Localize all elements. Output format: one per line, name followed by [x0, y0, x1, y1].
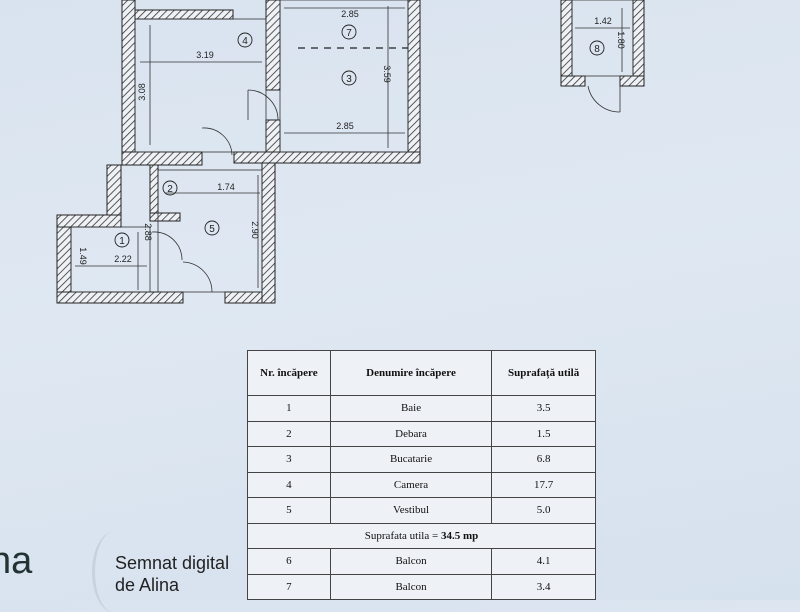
room-number: 8 — [594, 44, 600, 55]
table-row: 5 Vestibul 5.0 — [247, 497, 596, 524]
col-header-number: Nr. încăpere — [247, 350, 331, 396]
table-row: 6 Balcon 4.1 — [247, 548, 596, 575]
dimension-label: 1.49 — [78, 247, 88, 265]
wall — [56, 291, 184, 304]
dimension-label: 1.42 — [594, 16, 612, 26]
door-swing — [201, 127, 233, 156]
room-number: 5 — [209, 224, 215, 235]
wall — [121, 151, 203, 166]
wall — [560, 0, 573, 87]
room-number: 4 — [242, 36, 248, 47]
table-row: 1 Baie 3.5 — [247, 395, 596, 422]
dimension-label: 2.85 — [341, 9, 359, 19]
wall — [233, 151, 421, 164]
signature-line-1: Semnat digital — [115, 553, 230, 573]
dimension-label: 2.85 — [336, 121, 354, 131]
wall — [121, 0, 136, 166]
room-number: 2 — [167, 184, 173, 195]
wall — [407, 0, 421, 164]
digital-signature-block: Semnat digital de Alina — [115, 552, 229, 596]
room-number: 3 — [346, 74, 352, 85]
table-row: 4 Camera 17.7 — [247, 471, 596, 498]
partial-name-text: na — [0, 540, 33, 582]
dimension-label: 1.74 — [217, 182, 235, 192]
dimension-label: 3.59 — [382, 65, 392, 83]
door-swing — [151, 231, 183, 261]
col-header-area: Suprafață utilă — [491, 350, 596, 396]
wall — [134, 9, 234, 20]
floor-plan: 4 7 3 1 2 5 8 3.19 3.08 2.85 2.85 3.59 1… — [56, 0, 645, 304]
dimension-label: 2.90 — [250, 221, 260, 239]
wall — [265, 0, 281, 91]
dimension-label: 2.88 — [143, 223, 153, 241]
wall — [632, 0, 645, 87]
dimension-label: 1.80 — [616, 31, 626, 49]
wall — [106, 164, 122, 218]
total-row: Suprafata utila = 34.5 mp — [247, 522, 596, 549]
wall — [149, 164, 159, 214]
table-row: 7 Balcon 3.4 — [247, 573, 596, 600]
wall — [560, 75, 586, 87]
dimension-label: 2.22 — [114, 254, 132, 264]
wall — [261, 162, 276, 304]
wall — [149, 212, 181, 222]
total-value: 34.5 mp — [440, 529, 479, 542]
wall — [265, 119, 281, 156]
wall — [56, 214, 122, 228]
room-number: 1 — [119, 236, 125, 247]
signature-line-2: de Alina — [115, 575, 180, 595]
total-label: Suprafata utila = — [364, 529, 441, 542]
door-swing — [247, 89, 279, 121]
table-row: 2 Debara 1.5 — [247, 420, 596, 447]
table-row: 3 Bucatarie 6.8 — [247, 446, 596, 473]
dimension-label: 3.19 — [196, 50, 214, 60]
door-swing — [587, 85, 621, 113]
col-header-name: Denumire încăpere — [329, 350, 493, 396]
dimension-label: 3.08 — [137, 83, 147, 101]
room-areas-table: Nr. încăpere Denumire încăpere Suprafață… — [247, 350, 596, 600]
wall — [619, 75, 645, 87]
room-number: 7 — [346, 28, 352, 39]
door-swing — [182, 261, 213, 293]
signature-mark — [92, 532, 135, 612]
